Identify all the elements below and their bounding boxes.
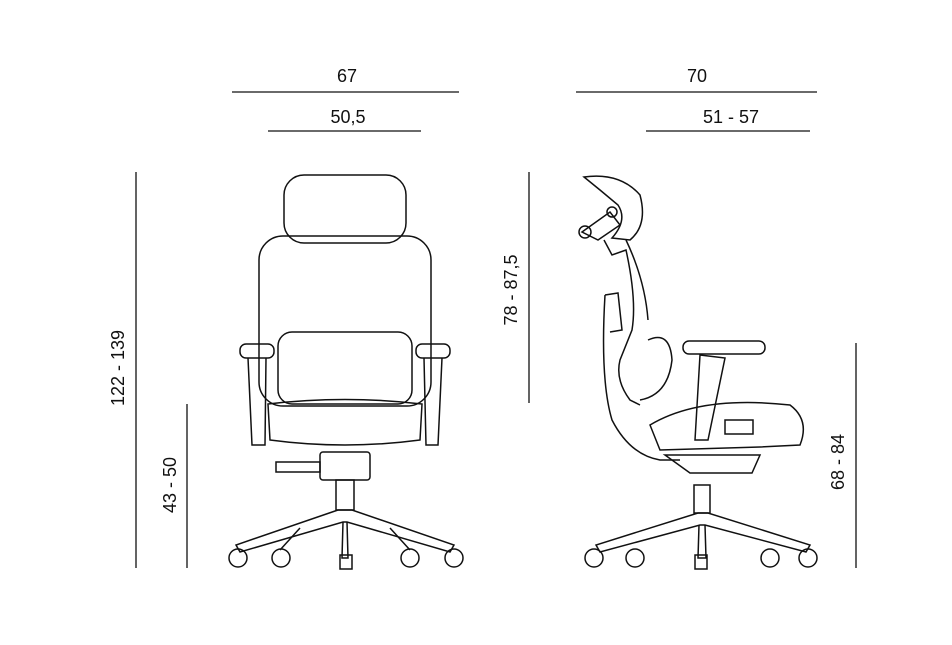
label-side-seat-depth: 51 - 57 — [702, 107, 760, 127]
label-side-overall-depth: 70 — [686, 66, 708, 86]
label-armrest-height: 68 - 84 — [828, 433, 848, 491]
label-overall-height: 122 - 139 — [108, 329, 128, 407]
label-seat-height: 43 - 50 — [160, 456, 180, 514]
chair-front-view — [228, 174, 464, 570]
label-front-seat-width: 50,5 — [330, 107, 366, 127]
chair-side-view — [578, 175, 818, 570]
label-front-overall-width: 67 — [336, 66, 358, 86]
label-backrest-height: 78 - 87,5 — [501, 254, 521, 326]
dimension-lines — [135, 91, 857, 568]
